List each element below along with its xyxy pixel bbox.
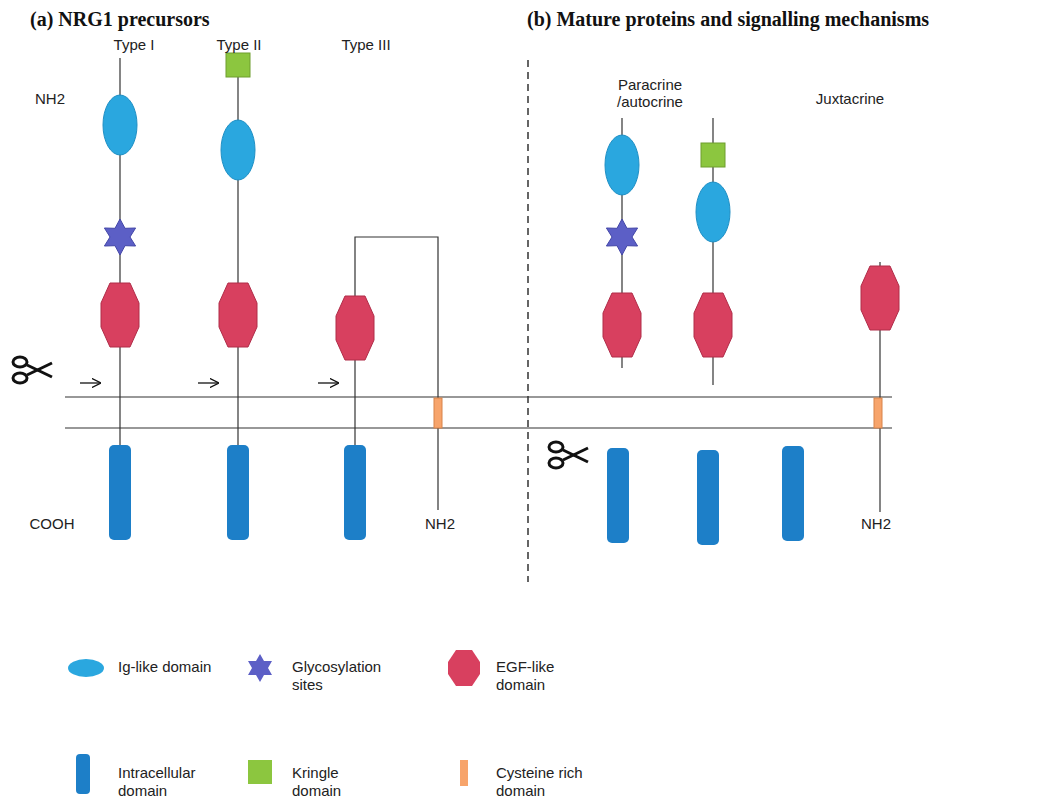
legend-item: Glycosylation sites — [236, 646, 436, 696]
terminus-label: COOH — [30, 515, 75, 532]
legend-item: EGF-like domain — [440, 646, 640, 696]
terminus-label: Juxtacrine — [816, 90, 884, 107]
legend-text: Ig-like domain — [118, 658, 218, 676]
terminus-label: Type I — [114, 36, 155, 53]
terminus-label: Type II — [216, 36, 261, 53]
legend-item: Intracellular domain — [62, 752, 262, 802]
terminus-label: Paracrine /autocrine — [600, 76, 700, 111]
legend-item: Kringle domain — [236, 752, 436, 802]
legend-text: Kringle domain — [292, 764, 392, 800]
legend-swatch — [62, 752, 110, 802]
terminus-label: NH2 — [35, 90, 65, 107]
panel-heading: (b) Mature proteins and signalling mecha… — [527, 8, 929, 31]
legend-text: Cysteine rich domain — [496, 764, 596, 800]
legend-swatch — [62, 646, 110, 696]
terminus-label: NH2 — [425, 515, 455, 532]
legend-swatch — [440, 752, 488, 802]
terminus-label: Type III — [341, 36, 390, 53]
legend-text: EGF-like domain — [496, 658, 596, 694]
legend-item: Cysteine rich domain — [440, 752, 640, 802]
legend-swatch — [236, 752, 284, 802]
legend-text: Intracellular domain — [118, 764, 218, 800]
panel-heading: (a) NRG1 precursors — [30, 8, 210, 31]
legend-swatch — [440, 646, 488, 696]
legend-item: Ig-like domain — [62, 646, 262, 696]
legend-swatch — [236, 646, 284, 696]
terminus-label: NH2 — [861, 515, 891, 532]
legend-text: Glycosylation sites — [292, 658, 392, 694]
